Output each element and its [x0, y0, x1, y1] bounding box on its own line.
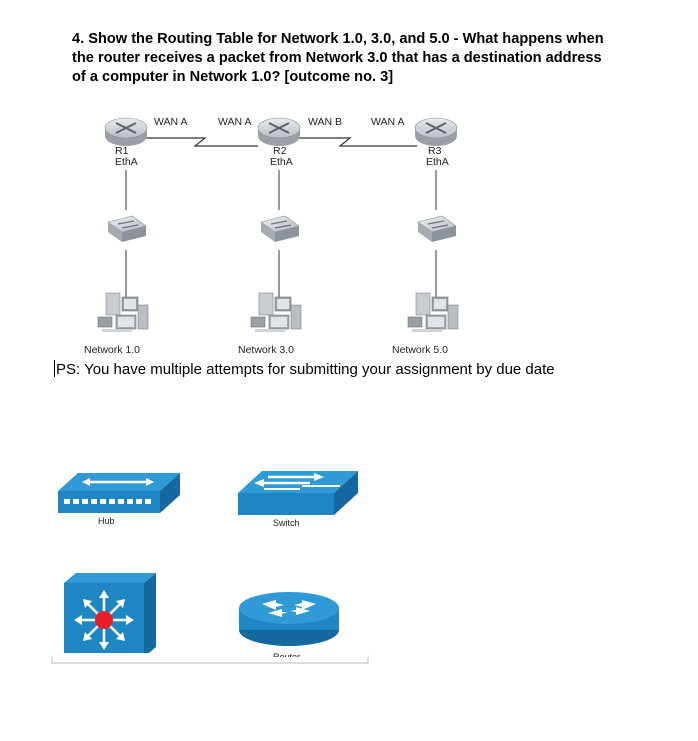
router-r3-icon	[414, 117, 458, 146]
router-r1-label: R1	[115, 145, 129, 157]
wan-label-2: WAN A	[218, 116, 251, 128]
switch-legend-icon	[238, 471, 358, 515]
multilayer-switch-icon	[64, 573, 156, 657]
ps-text: : You have multiple attempts for submitt…	[76, 361, 555, 378]
router-r2-icon	[257, 117, 301, 146]
text-cursor	[54, 360, 55, 377]
router-r3-iface: EthA	[426, 156, 449, 168]
wan-label-3: WAN B	[308, 116, 342, 128]
question-text: 4. Show the Routing Table for Network 1.…	[72, 30, 672, 87]
router-r2-iface: EthA	[270, 156, 293, 168]
wan-link-r1-r2	[145, 137, 258, 147]
switch-1-icon	[107, 215, 147, 242]
hub-label: Hub	[98, 516, 115, 526]
ps-note: PS: You have multiple attempts for submi…	[54, 360, 555, 378]
wan-link-r2-r3	[298, 137, 417, 147]
lan-links	[125, 170, 437, 298]
router-r2-label: R2	[273, 145, 287, 157]
wan-label-4: WAN A	[371, 116, 404, 128]
switch-label: Switch	[273, 518, 300, 528]
switch-2-icon	[260, 215, 300, 242]
router-r3-label: R3	[428, 145, 442, 157]
router-r1-icon	[104, 117, 148, 146]
router-legend-icon	[239, 592, 339, 646]
computers-network-1-icon	[97, 292, 149, 332]
question-line-3: of a computer in Network 1.0? [outcome n…	[72, 69, 394, 85]
router-r1-iface: EthA	[115, 156, 138, 168]
computers-network-5-icon	[407, 292, 459, 332]
network-5-label: Network 5.0	[392, 344, 448, 356]
frame-mask	[52, 653, 368, 657]
question-line-2: the router receives a packet from Networ…	[72, 50, 602, 66]
network-3-label: Network 3.0	[238, 344, 294, 356]
wan-label-1: WAN A	[154, 116, 187, 128]
question-line-1: 4. Show the Routing Table for Network 1.…	[72, 31, 604, 47]
switch-3-icon	[417, 215, 457, 242]
router-label-visible: Router	[273, 652, 300, 662]
hub-icon	[58, 473, 180, 513]
network-1-label: Network 1.0	[84, 344, 140, 356]
computers-network-3-icon	[250, 292, 302, 332]
image-frame-edge	[51, 655, 369, 664]
ps-prefix: PS	[56, 361, 77, 378]
